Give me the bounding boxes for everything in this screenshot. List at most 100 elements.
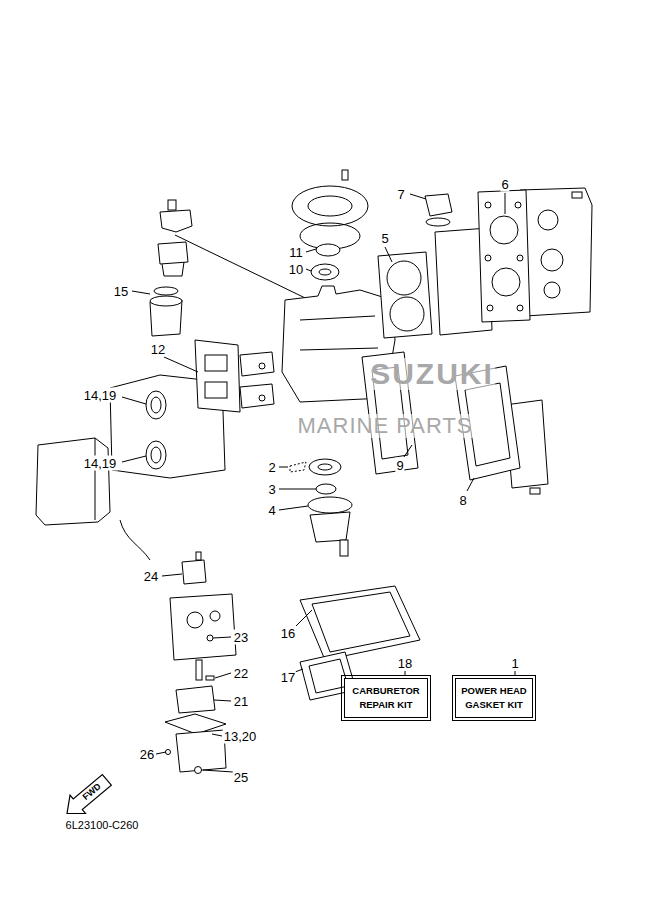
diagram-code: 6L23100-C260 (65, 819, 140, 832)
starter-linkage (160, 210, 192, 232)
cylinder-head (485, 202, 491, 208)
intake-manifold (146, 441, 166, 469)
intake-manifold (151, 397, 161, 413)
carburetor (187, 612, 203, 628)
intake-manifold (151, 447, 161, 463)
callout-number: 6 (500, 177, 509, 192)
crankcase (300, 316, 378, 350)
starter-linkage (168, 200, 176, 210)
top-cover (342, 170, 348, 180)
head-gasket (390, 297, 424, 331)
intake-gasket (240, 384, 274, 408)
lower-seals (318, 464, 332, 470)
cylinder-head (478, 190, 530, 322)
leader-line (122, 456, 146, 462)
carburetor (210, 611, 220, 621)
cylinder-head (492, 268, 520, 296)
intake-gasket (205, 382, 227, 398)
silencer (36, 438, 110, 525)
callout-number: 17 (280, 670, 296, 685)
leader-line (279, 467, 288, 468)
leader-line (505, 193, 506, 214)
cylinder-head (517, 305, 523, 311)
head-gasket (378, 252, 432, 338)
leader-line (306, 269, 311, 271)
silencer (120, 520, 150, 560)
fwd-mark: FWD (80, 781, 104, 804)
leader-line (132, 291, 150, 294)
leader-line (122, 397, 146, 404)
leader-line (279, 489, 316, 490)
callout-number: 10 (288, 262, 304, 277)
callout-number: 13,20 (223, 729, 258, 744)
carburetor (176, 686, 215, 713)
callout-number: 4 (267, 503, 276, 518)
lower-seals (309, 459, 341, 475)
callout-number: 1 (510, 656, 519, 671)
side-gaskets (530, 488, 540, 494)
thermostat-cover (425, 194, 452, 226)
callout-number: 16 (280, 626, 296, 641)
cylinder-head (487, 305, 493, 311)
intake-gasket (259, 395, 265, 401)
lower-seals (340, 540, 348, 556)
base-gaskets (312, 592, 410, 652)
leader-line (162, 574, 182, 576)
exhaust-cover (572, 192, 582, 198)
leader-line (410, 194, 426, 199)
base-gaskets (309, 659, 348, 693)
intake-gasket (195, 340, 240, 412)
kit-title: POWER HEAD GASKET KIT (459, 684, 529, 712)
exhaust-cover (435, 188, 592, 335)
leader-line (404, 445, 412, 457)
thermostat-cover (426, 218, 450, 226)
top-cover (308, 196, 352, 216)
callout-number: 23 (233, 630, 249, 645)
starter-linkage (162, 262, 184, 276)
carburetor (196, 660, 202, 680)
callout-number: 3 (267, 482, 276, 497)
top-cover (316, 244, 340, 256)
exhaust-cover (541, 249, 563, 271)
lower-seals (290, 462, 306, 472)
fwd-arrow (59, 771, 114, 823)
callout-number: 5 (380, 231, 389, 246)
cylinder-head (478, 190, 530, 322)
cylinder-head (490, 216, 518, 244)
callout-number: 7 (396, 187, 405, 202)
carburetor (182, 560, 206, 584)
leader-line (385, 247, 392, 262)
intake-gasket (205, 355, 227, 371)
leader-line (214, 700, 231, 701)
watermark: SUZUKI (369, 358, 495, 390)
carburetor (195, 767, 202, 774)
carburetor (170, 594, 236, 660)
leader-line (213, 637, 231, 638)
carburetor (176, 730, 226, 772)
kit-box: POWER HEAD GASKET KIT (455, 678, 533, 718)
leader-line (164, 357, 198, 372)
leader-line (203, 770, 233, 772)
intake-gasket (195, 340, 274, 412)
exhaust-cover (544, 282, 560, 298)
callout-number: 14,19 (83, 456, 118, 471)
cylinder-head (515, 202, 521, 208)
top-cover (319, 269, 331, 275)
leader-line (405, 671, 406, 676)
carburetor (206, 676, 214, 680)
carburetor (207, 635, 213, 641)
lower-seals (316, 484, 336, 494)
lower-seals (310, 512, 350, 542)
leader-line (212, 734, 222, 736)
callout-number: 14,19 (83, 388, 118, 403)
callout-number: 26 (139, 747, 155, 762)
leader-line (156, 752, 166, 754)
exhaust-cover (538, 210, 558, 230)
callout-number: 24 (143, 569, 159, 584)
callout-number: 9 (395, 458, 404, 473)
callout-number: 21 (233, 694, 249, 709)
leader-line (515, 671, 516, 676)
callout-number: 11 (288, 245, 304, 260)
leader-line (467, 478, 474, 491)
